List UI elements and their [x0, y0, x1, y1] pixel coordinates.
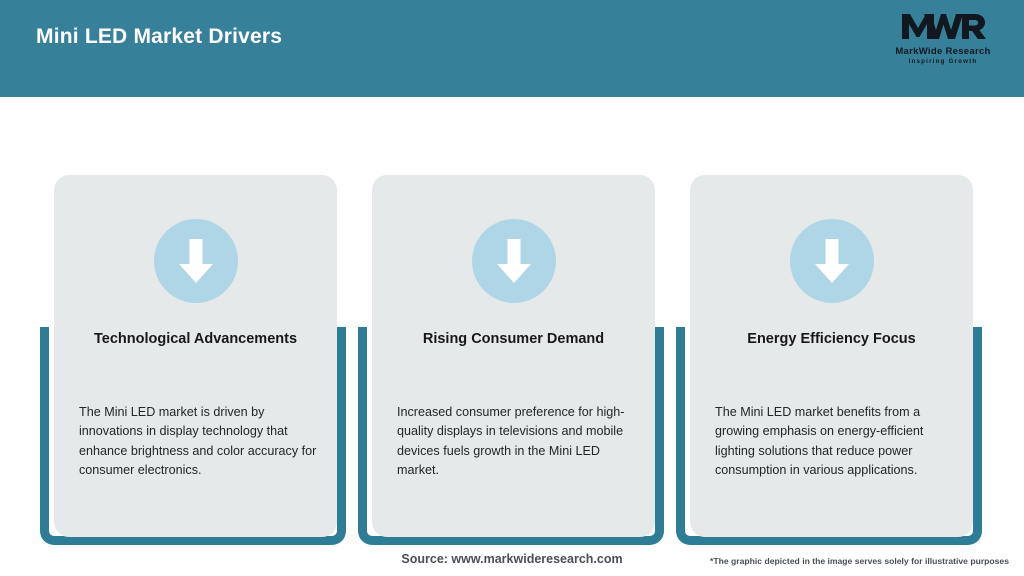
driver-card[interactable]: Rising Consumer Demand Increased consume… — [372, 175, 655, 537]
page-header: Mini LED Market Drivers MarkWide Researc… — [0, 0, 1024, 97]
card-bracket — [40, 327, 346, 545]
brand-logo: MarkWide Research Inspiring Growth — [884, 11, 1002, 65]
driver-title: Rising Consumer Demand — [422, 331, 605, 347]
logo-tagline: Inspiring Growth — [908, 58, 978, 65]
card-bracket — [358, 327, 664, 545]
driver-card[interactable]: Energy Efficiency Focus The Mini LED mar… — [690, 175, 973, 537]
source-label: Source: www.markwideresearch.com — [401, 552, 623, 566]
page-title: Mini LED Market Drivers — [36, 25, 283, 48]
down-arrow-icon — [789, 219, 874, 303]
disclaimer-note: *The graphic depicted in the image serve… — [710, 556, 1009, 566]
down-arrow-icon — [471, 219, 556, 303]
driver-title: Technological Advancements — [93, 331, 298, 347]
mwr-monogram-icon — [900, 11, 986, 46]
logo-company-name: MarkWide Research — [895, 46, 991, 57]
driver-card[interactable]: Technological Advancements The Mini LED … — [54, 175, 337, 537]
driver-column-3: Energy Efficiency Focus The Mini LED mar… — [670, 97, 990, 576]
drivers-board: Technological Advancements The Mini LED … — [0, 97, 1024, 576]
driver-column-1: Technological Advancements The Mini LED … — [34, 97, 354, 576]
driver-description: Increased consumer preference for high-q… — [397, 405, 625, 478]
card-bracket — [676, 327, 982, 545]
driver-description: The Mini LED market is driven by innovat… — [79, 405, 317, 478]
driver-title: Energy Efficiency Focus — [747, 331, 916, 347]
driver-column-2: Rising Consumer Demand Increased consume… — [352, 97, 672, 576]
driver-description: The Mini LED market benefits from a grow… — [715, 405, 924, 478]
down-arrow-icon — [153, 219, 238, 303]
